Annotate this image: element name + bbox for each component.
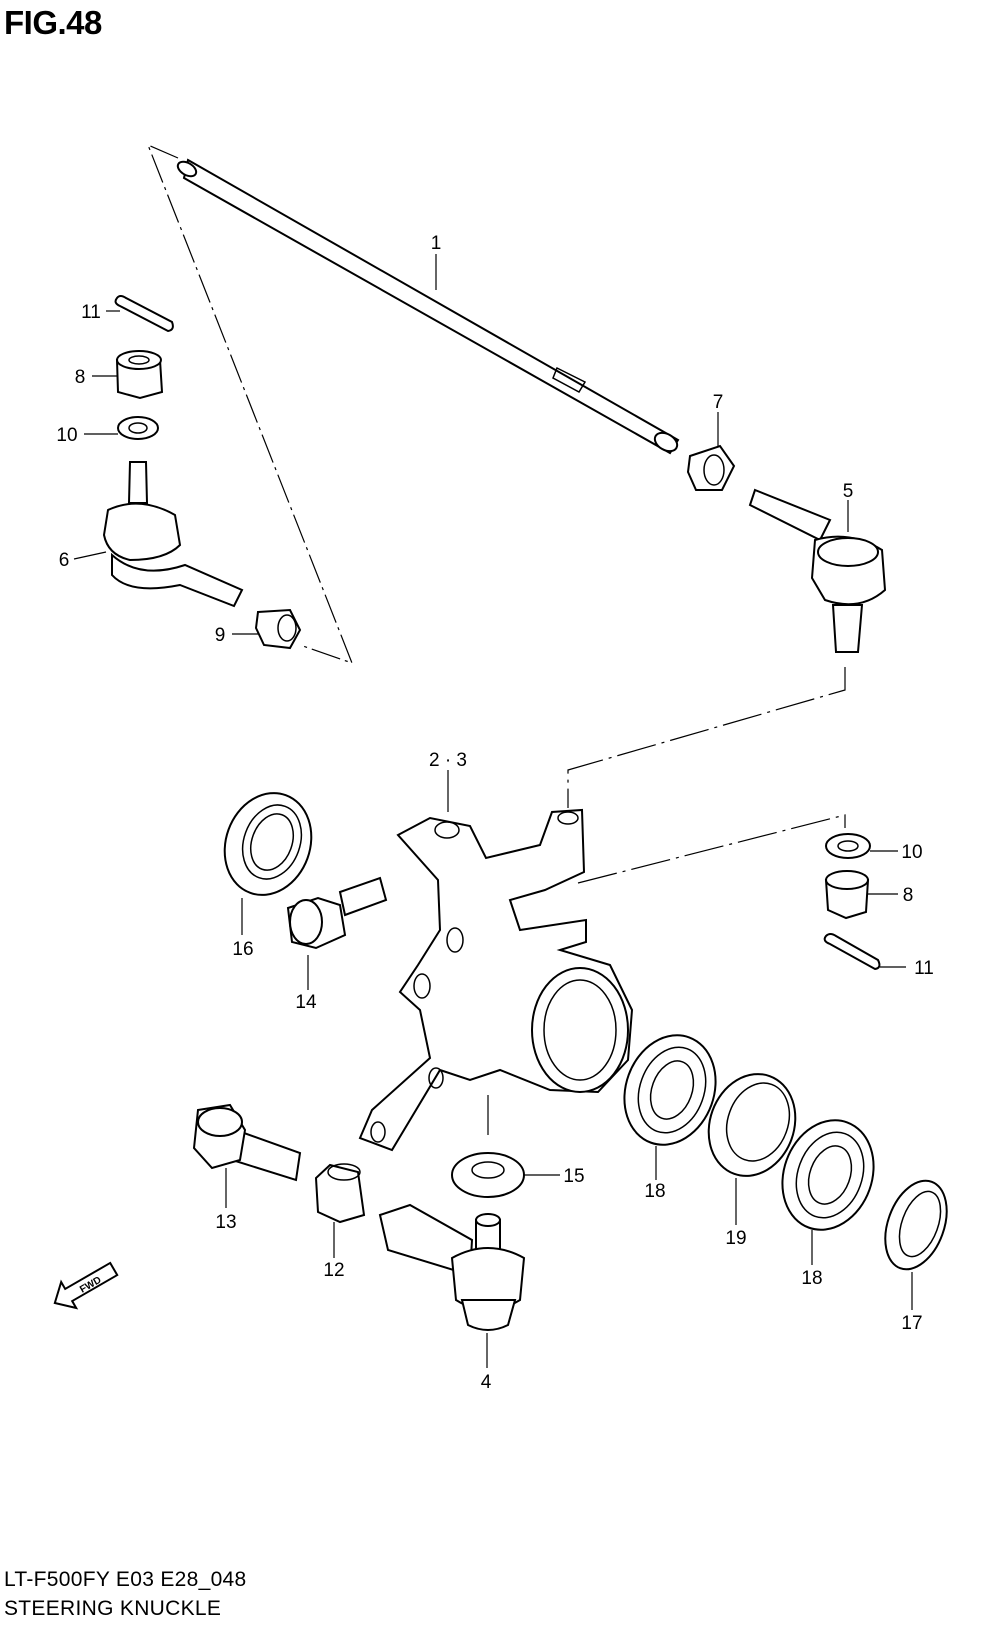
oil-seal-16: [223, 792, 313, 896]
cotter-pin-right: [823, 933, 881, 971]
leader-lines: [73, 254, 913, 1368]
callout-18-b: 18: [801, 1268, 822, 1289]
bolt-13: [192, 1103, 302, 1182]
fwd-label: FWD: [78, 1275, 103, 1296]
tie-rod-end-right: [748, 488, 887, 653]
section-name: STEERING KNUCKLE: [4, 1597, 222, 1620]
oil-seal-17: [884, 1179, 948, 1271]
callout-18-a: 18: [644, 1181, 665, 1202]
callout-labels: 1 2 · 3 4 5 6 7 8 8 9 10 10 11 11 12 13 …: [56, 233, 933, 1393]
callout-16: 16: [232, 939, 253, 960]
callout-14: 14: [295, 992, 317, 1013]
callout-8-right: 8: [903, 885, 914, 906]
callout-9: 9: [215, 625, 226, 646]
washer-left: [117, 416, 159, 440]
callout-12: 12: [323, 1260, 344, 1281]
forward-direction-arrow-icon: FWD: [53, 1261, 119, 1310]
callout-17: 17: [901, 1313, 922, 1334]
figure-title: FIG.48: [4, 4, 102, 41]
washer-15: [451, 1152, 525, 1198]
callout-10-right: 10: [901, 842, 922, 863]
nut-9: [254, 608, 302, 650]
tie-rod-end-left: [102, 461, 244, 608]
bolt-14: [286, 876, 388, 950]
callout-13: 13: [215, 1212, 236, 1233]
callout-10-left: 10: [56, 425, 77, 446]
callout-6: 6: [59, 550, 70, 571]
callout-7: 7: [713, 392, 724, 413]
callout-8-left: 8: [75, 367, 86, 388]
spacer-19: [707, 1073, 797, 1177]
bearing-18-a: [623, 1034, 717, 1146]
tie-rod: [176, 158, 680, 455]
castle-nut-right: [824, 870, 870, 920]
callout-11-left: 11: [81, 302, 101, 323]
callout-1: 1: [431, 233, 442, 254]
callout-5: 5: [843, 481, 854, 502]
washer-right: [825, 833, 871, 859]
steering-knuckle: [358, 808, 634, 1152]
cotter-pin-left: [114, 295, 174, 333]
bearing-18-b: [781, 1119, 875, 1231]
callout-11-right: 11: [914, 958, 934, 979]
callout-19: 19: [725, 1228, 746, 1249]
model-code: LT-F500FY E03 E28_048: [4, 1568, 247, 1591]
nut-7: [686, 444, 736, 491]
callout-4: 4: [481, 1372, 492, 1393]
spacer-12: [314, 1163, 366, 1224]
assembly-guide-lines: [146, 143, 846, 884]
castle-nut-left: [115, 350, 164, 400]
callout-2-3: 2 · 3: [429, 750, 467, 771]
ball-joint: [378, 1203, 526, 1331]
callout-15: 15: [563, 1166, 584, 1187]
